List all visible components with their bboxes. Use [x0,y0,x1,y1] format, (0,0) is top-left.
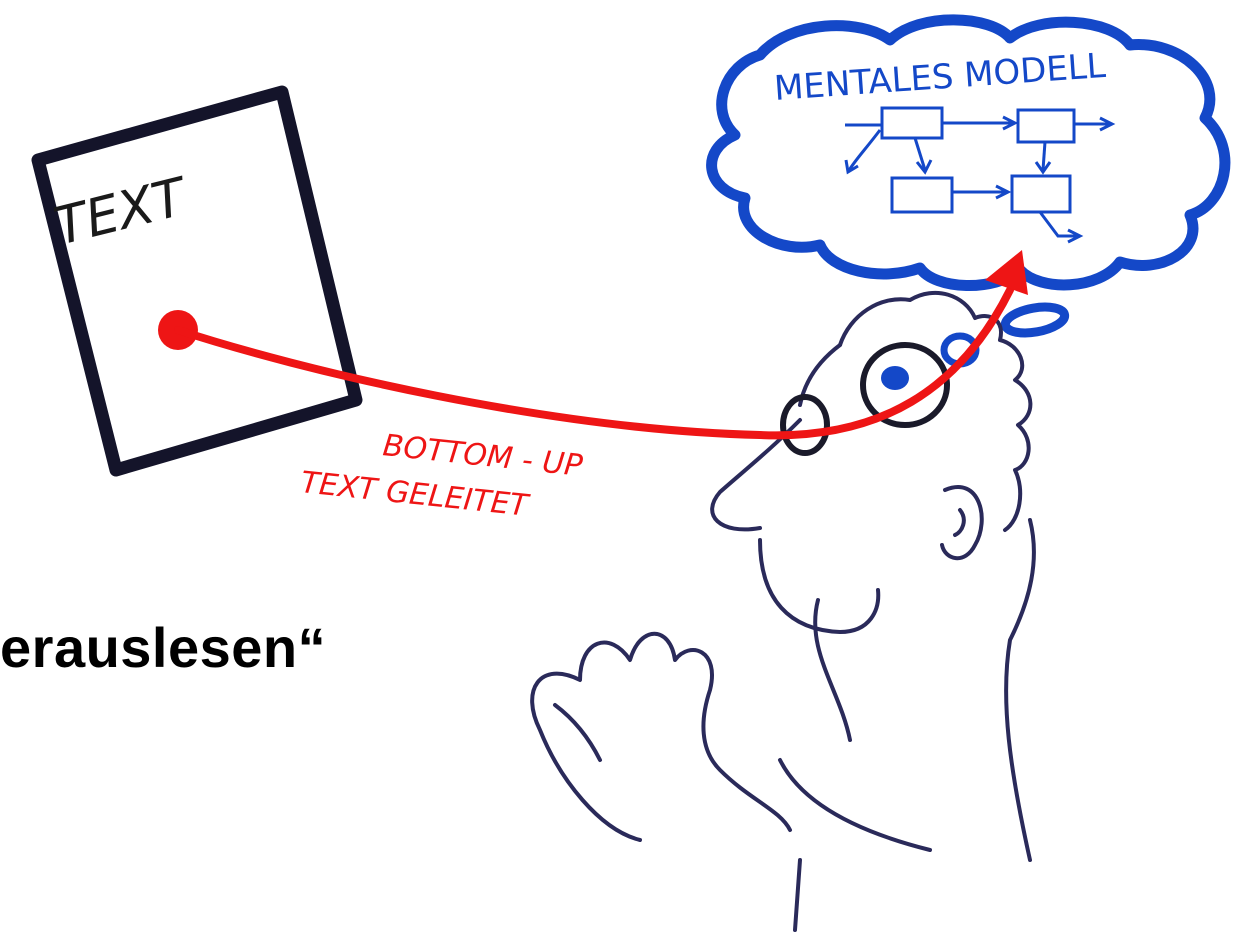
person-figure [532,293,1034,930]
arrow-label: BOTTOM - UP TEXT GELEITET [299,428,585,524]
small-thought-bubble [1003,303,1066,337]
left-eye [783,397,827,453]
caption-text: erauslesen“ [0,615,326,680]
pupil [881,366,909,390]
thought-cloud: MENTALES MODELL [712,20,1225,286]
text-document: TEXT [38,92,356,470]
